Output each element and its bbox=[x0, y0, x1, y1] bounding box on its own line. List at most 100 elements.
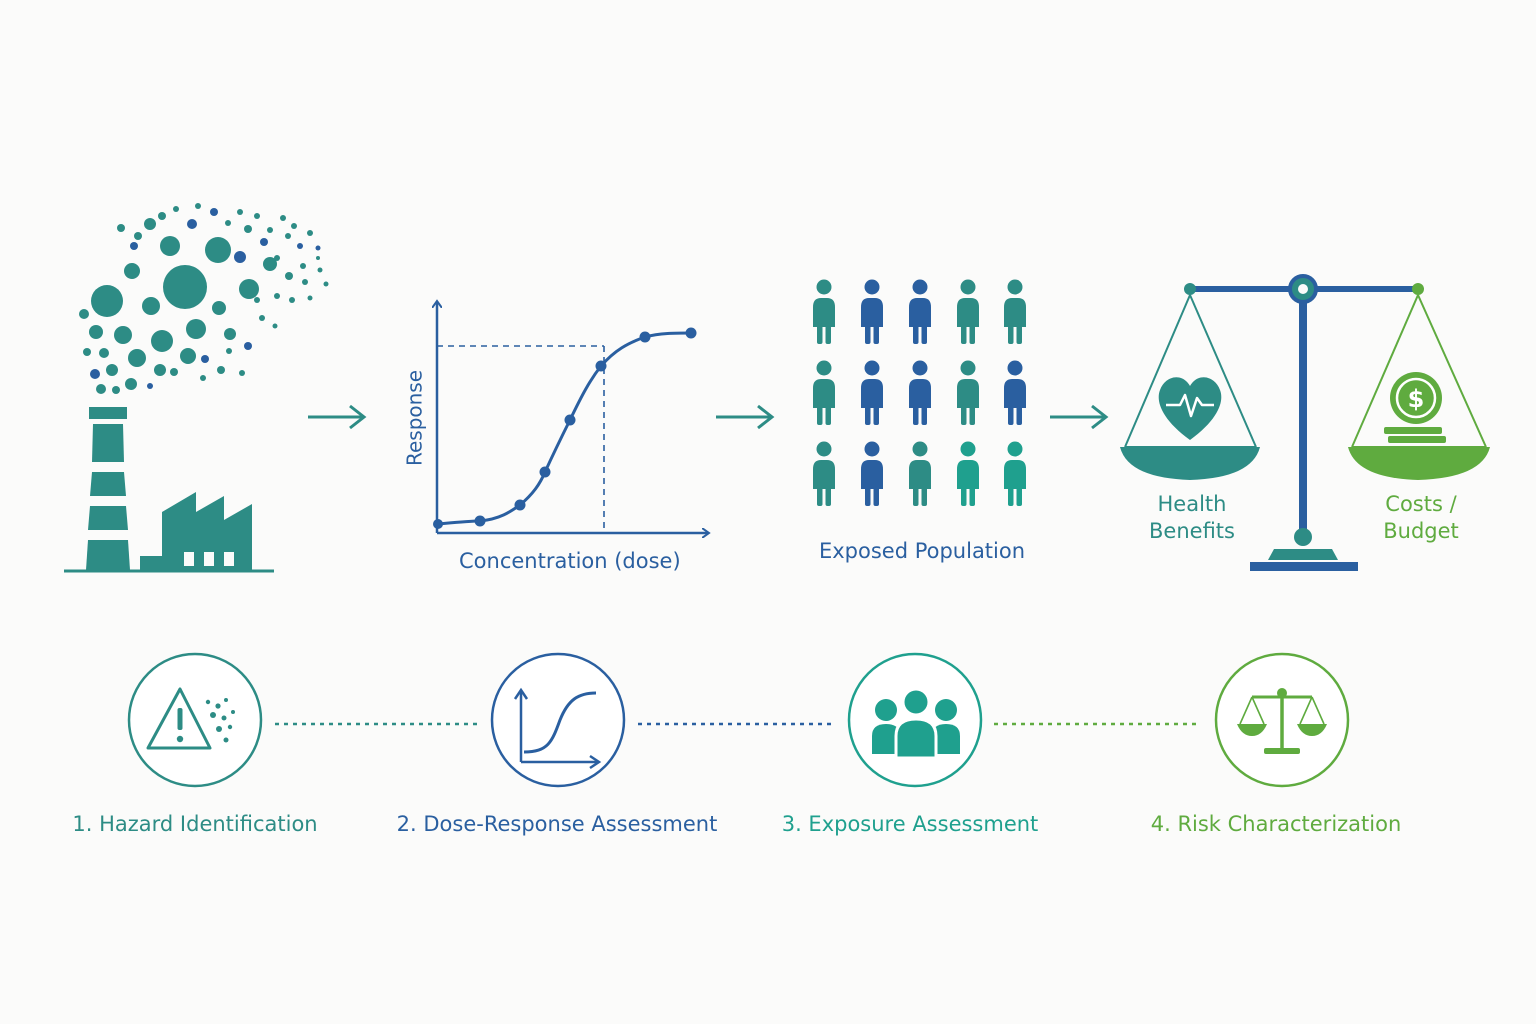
particle-dot bbox=[147, 383, 153, 389]
particle-dot bbox=[112, 386, 120, 394]
particle-dot bbox=[323, 281, 329, 287]
person-icon bbox=[861, 441, 883, 506]
particle-dot bbox=[125, 378, 137, 390]
dose-response-chart: Response bbox=[403, 302, 709, 533]
person-icon bbox=[957, 441, 979, 506]
particle-dot bbox=[289, 297, 295, 303]
particle-dot bbox=[106, 364, 118, 376]
particle-dot bbox=[83, 348, 91, 356]
particle-dot bbox=[142, 297, 160, 315]
dose-curve-icon bbox=[513, 687, 602, 770]
step-4-badge bbox=[1214, 652, 1350, 788]
particle-dot bbox=[212, 301, 226, 315]
particle-dot bbox=[130, 242, 138, 250]
costs-budget-line-2: Budget bbox=[1383, 519, 1459, 543]
particle-dot bbox=[134, 232, 142, 240]
dollar-coin-icon: $ bbox=[1384, 372, 1446, 443]
particle-dots-icon bbox=[205, 698, 235, 743]
particle-dot bbox=[225, 220, 231, 226]
balance-scale-icon: $ bbox=[1120, 274, 1490, 571]
particle-dot bbox=[114, 326, 132, 344]
smokestack-icon bbox=[86, 407, 130, 570]
particle-dot bbox=[99, 348, 109, 358]
flow-arrow-1 bbox=[308, 404, 367, 430]
person-icon bbox=[813, 360, 835, 425]
person-icon bbox=[909, 360, 931, 425]
particle-dot bbox=[173, 206, 179, 212]
particle-dot bbox=[244, 342, 252, 350]
particle-dot bbox=[96, 384, 106, 394]
particle-dot bbox=[274, 255, 280, 261]
step-3-badge bbox=[847, 652, 983, 788]
particle-dot bbox=[239, 279, 259, 299]
step-1-badge bbox=[127, 652, 263, 788]
svg-text:$: $ bbox=[1408, 385, 1425, 413]
particle-dot bbox=[302, 279, 308, 285]
particle-dot bbox=[226, 348, 232, 354]
particle-dot bbox=[158, 212, 166, 220]
y-axis-label: Response bbox=[403, 370, 427, 466]
person-icon bbox=[1004, 360, 1026, 425]
warning-triangle-icon bbox=[146, 687, 212, 750]
particle-dot bbox=[79, 309, 89, 319]
particle-dot bbox=[316, 256, 320, 260]
particle-dot bbox=[124, 263, 140, 279]
x-axis-label: Concentration (dose) bbox=[459, 549, 681, 573]
step-2-badge bbox=[490, 652, 626, 788]
factory-building-icon bbox=[140, 492, 252, 570]
people-group-icon bbox=[872, 687, 960, 760]
particle-dot bbox=[195, 203, 201, 209]
curve-point bbox=[595, 360, 607, 372]
emission-particles bbox=[79, 203, 329, 394]
person-icon bbox=[909, 279, 931, 344]
curve-point bbox=[564, 414, 576, 426]
particle-dot bbox=[210, 208, 218, 216]
particle-dot bbox=[154, 364, 166, 376]
post-knob bbox=[1294, 528, 1312, 546]
particle-dot bbox=[90, 369, 100, 379]
costs-budget-line-1: Costs / bbox=[1385, 492, 1457, 516]
scale-post bbox=[1299, 296, 1307, 536]
particle-dot bbox=[144, 218, 156, 230]
health-benefits-label: Health Benefits bbox=[1149, 491, 1235, 545]
curve-point bbox=[433, 519, 443, 529]
exposed-population-grid bbox=[813, 279, 1026, 506]
health-benefits-line-2: Benefits bbox=[1149, 519, 1235, 543]
person-icon bbox=[957, 279, 979, 344]
curve-point bbox=[685, 327, 697, 339]
step-4-label: 4. Risk Characterization bbox=[1150, 812, 1402, 836]
particle-dot bbox=[180, 348, 196, 364]
particle-dot bbox=[186, 319, 206, 339]
curve-point bbox=[639, 331, 651, 343]
curve-point bbox=[514, 499, 526, 511]
particle-dot bbox=[254, 213, 260, 219]
particle-dot bbox=[239, 370, 245, 376]
particle-dot bbox=[280, 215, 286, 221]
scales-icon bbox=[1237, 688, 1327, 754]
flow-arrow-3 bbox=[1050, 404, 1109, 430]
health-benefits-line-1: Health bbox=[1157, 492, 1227, 516]
step-3-label: 3. Exposure Assessment bbox=[781, 812, 1039, 836]
person-icon bbox=[861, 360, 883, 425]
particle-dot bbox=[307, 295, 313, 301]
particle-dot bbox=[91, 285, 123, 317]
sigmoid-curve bbox=[437, 331, 692, 526]
factory-emissions-icon bbox=[64, 203, 329, 573]
person-icon bbox=[861, 279, 883, 344]
person-icon bbox=[909, 441, 931, 506]
particle-dot bbox=[187, 219, 197, 229]
beam-end-left bbox=[1184, 283, 1196, 295]
particle-dot bbox=[128, 349, 146, 367]
particle-dot bbox=[259, 315, 265, 321]
particle-dot bbox=[200, 375, 206, 381]
particle-dot bbox=[272, 323, 278, 329]
particle-dot bbox=[224, 328, 236, 340]
particle-dot bbox=[201, 355, 209, 363]
particle-dot bbox=[300, 263, 306, 269]
particle-dot bbox=[234, 251, 246, 263]
particle-dot bbox=[285, 233, 291, 239]
curve-point bbox=[474, 515, 486, 527]
particle-dot bbox=[89, 325, 103, 339]
particle-dot bbox=[160, 236, 180, 256]
